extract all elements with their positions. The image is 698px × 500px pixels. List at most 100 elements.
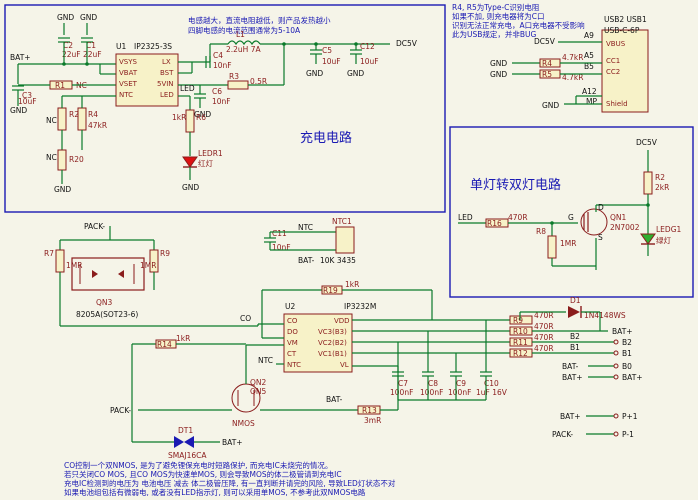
u1-pin-led: LED bbox=[160, 91, 174, 99]
usb-r5-value: 4.7kR bbox=[562, 73, 583, 82]
c6-value: 10nF bbox=[212, 97, 231, 106]
u2-part: IP3232M bbox=[344, 302, 376, 311]
r9p-value: 1MR bbox=[140, 261, 156, 270]
u1-pin-bst: BST bbox=[160, 69, 174, 77]
qn1-pin-s: S bbox=[598, 233, 603, 242]
c7-ref: C7 bbox=[398, 379, 408, 388]
l1-ref: L1 bbox=[236, 30, 245, 39]
r19-value: 1kR bbox=[345, 280, 359, 289]
r19-ref: R19 bbox=[323, 286, 338, 295]
usb-pin-a12: A12 bbox=[582, 87, 597, 96]
r9-value: 470R bbox=[534, 311, 554, 320]
gnd-label-r20: GND bbox=[54, 185, 71, 194]
c3-ref: C3 bbox=[22, 91, 32, 100]
nc-label-r20: NC bbox=[46, 153, 57, 162]
conn-p-minus: P-1 bbox=[622, 430, 634, 439]
footer-note-2: 若只关闭CO MOS, 且CO MOS为快速单MOS, 则会导致MOS的体二极管… bbox=[64, 469, 342, 479]
u2-pin-do: DO bbox=[287, 328, 298, 336]
r11-ref: R11 bbox=[513, 338, 528, 347]
led-r2-value: 2kR bbox=[655, 183, 669, 192]
dual-mosfet-qn3 bbox=[71, 257, 145, 291]
qn3-ref: QN3 bbox=[96, 298, 113, 307]
ic-u1 bbox=[115, 53, 179, 107]
r12-value: 470R bbox=[534, 344, 554, 353]
qn5-ref: QN5 bbox=[250, 387, 267, 396]
pack-minus-net: PACK- bbox=[110, 406, 131, 415]
u1-pin-5vin: 5VIN bbox=[157, 80, 174, 88]
out-bat-minus: BAT- bbox=[562, 362, 579, 371]
usb-pin-cc1: CC1 bbox=[606, 57, 620, 65]
resistor-r7 bbox=[55, 249, 65, 273]
ntc1-ref: NTC1 bbox=[332, 217, 352, 226]
resistor-r2 bbox=[57, 107, 67, 131]
d1-ref: D1 bbox=[570, 296, 581, 305]
c4-ref: C4 bbox=[213, 51, 223, 60]
net-bat-plus: BAT+ bbox=[10, 53, 31, 62]
u2-pin-vc2: VC2(B2) bbox=[318, 339, 347, 347]
l1-value: 2.2uH 7A bbox=[226, 45, 261, 54]
u1-part: IP2325-3S bbox=[134, 42, 172, 51]
ledr1-value: 红灯 bbox=[198, 158, 213, 168]
c12-ref: C12 bbox=[360, 42, 375, 51]
usb-part: USB-C-6P bbox=[604, 26, 640, 35]
u1-pin-ntc: NTC bbox=[119, 91, 133, 99]
qn1-ref: QN1 bbox=[610, 213, 627, 222]
r8-value: 1MR bbox=[560, 239, 576, 248]
usb-r5-ref: R5 bbox=[542, 70, 552, 79]
c6-ref: C6 bbox=[212, 87, 222, 96]
c4-value: 10nF bbox=[213, 61, 232, 70]
r7-value: 1MR bbox=[66, 261, 82, 270]
r9-ref: R9 bbox=[513, 316, 523, 325]
net-dc5v-charge: DC5V bbox=[396, 39, 418, 48]
led-section-title: 单灯转双灯电路 bbox=[470, 177, 561, 193]
u2-ref: U2 bbox=[285, 302, 295, 311]
c2-ref: C2 bbox=[63, 41, 73, 50]
gnd-label-c1: GND bbox=[80, 13, 97, 22]
ntc-net-u2: NTC bbox=[258, 356, 273, 365]
r11-value: 470R bbox=[534, 333, 554, 342]
gnd-label-led: GND bbox=[182, 183, 199, 192]
c1-ref: C1 bbox=[86, 41, 96, 50]
ledr1-ref: LEDR1 bbox=[198, 149, 223, 158]
u2-pin-vdd: VDD bbox=[334, 317, 350, 325]
r10-ref: R10 bbox=[513, 327, 528, 336]
resistor-r8 bbox=[547, 235, 557, 259]
usb-r4-value: 4.7kR bbox=[562, 53, 583, 62]
c9-value: 100nF bbox=[448, 388, 471, 397]
u2-pin-vl: VL bbox=[340, 361, 349, 369]
tvs-dt1-icon bbox=[174, 436, 184, 448]
r20-ref: R20 bbox=[69, 155, 84, 164]
usb-pin-a5: A5 bbox=[584, 51, 594, 60]
resistor-r6 bbox=[185, 109, 195, 133]
usb-shield: Shield bbox=[606, 100, 628, 108]
r14-value: 1kR bbox=[176, 334, 190, 343]
net-b2-label: B2 bbox=[570, 332, 580, 341]
net-led-input: LED bbox=[458, 213, 473, 222]
conn-b0-label: B0 bbox=[622, 362, 632, 371]
charge-section-title: 充电电路 bbox=[300, 130, 352, 146]
usb-pin-cc2: CC2 bbox=[606, 68, 620, 76]
resistor-r9 bbox=[509, 315, 533, 325]
ntc1-value: 10K 3435 bbox=[320, 256, 356, 265]
inductor-note-2: 四脚电感的电流范围通常为5-10A bbox=[188, 25, 301, 35]
r8-ref: R8 bbox=[536, 227, 546, 236]
usb-note-1: R4, R5为Type-C识别电阻 bbox=[452, 2, 540, 12]
u2-pin-ct: CT bbox=[287, 350, 297, 358]
r13-ref: R13 bbox=[362, 406, 377, 415]
led-red-icon bbox=[182, 156, 198, 168]
c10-ref: C10 bbox=[484, 379, 499, 388]
r10-value: 470R bbox=[534, 322, 554, 331]
r16-ref: R16 bbox=[487, 219, 502, 228]
conn-b1-label: B1 bbox=[622, 349, 632, 358]
conn-bat-plus-label: BAT+ bbox=[622, 373, 643, 382]
footer-note-1: CO控制一个双NMOS, 是为了避免锂保充电时短路保护, 而充电IC未烧完的情况… bbox=[64, 460, 332, 470]
resistor-led-r2 bbox=[643, 171, 653, 195]
bat-minus-u2: BAT- bbox=[326, 395, 343, 404]
usb-note-2: 如果不加, 则充电器将为C口 bbox=[452, 11, 545, 21]
c11-value: 10nF bbox=[272, 243, 291, 252]
usb-pin-a9: A9 bbox=[584, 31, 594, 40]
usb-pin-b5: B5 bbox=[584, 62, 594, 71]
pack-bat-plus: BAT+ bbox=[560, 412, 581, 421]
u1-pin-vset: VSET bbox=[119, 80, 138, 88]
